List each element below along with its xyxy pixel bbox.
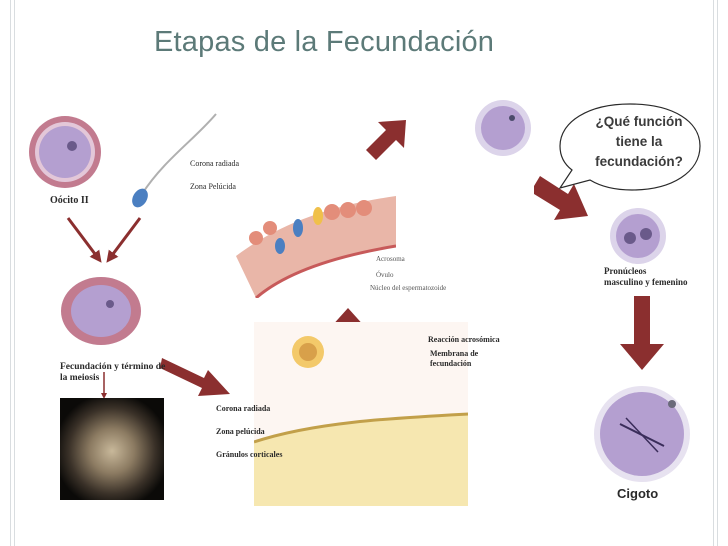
arrow-sperm-down (106, 217, 142, 263)
acrosomal-reaction-diagram (254, 322, 468, 506)
right-border-line-inner (713, 0, 714, 546)
label-ovulo: Óvulo (376, 271, 394, 279)
label-membrana-2: fecundación (430, 359, 472, 368)
label-granulos-corticales: Gránulos corticales (216, 450, 283, 459)
label-zona-pelucida-bottom: Zona pelúcida (216, 427, 265, 436)
block-arrow-up-right (366, 120, 406, 160)
micrograph-image (60, 398, 164, 500)
label-pronucleos-1: Pronúcleos (604, 266, 647, 276)
block-arrow-to-bottom-center (160, 358, 230, 396)
label-nucleo-espermatozoide: Núcleo del espermatozoide (370, 284, 447, 292)
block-arrow-down-right (534, 176, 588, 220)
question-text: ¿Qué función tiene la fecundación? (578, 112, 700, 172)
oocyte-illustration (29, 116, 101, 188)
left-border-line-inner (14, 0, 15, 546)
label-corona-radiada-top: Corona radiada (190, 159, 240, 168)
question-line-2: tiene la (615, 134, 663, 149)
block-arrow-down-right-column (620, 296, 664, 370)
arrow-oocyte-down (66, 217, 102, 263)
label-zona-pelucida-top: Zona Pelúcida (190, 182, 236, 191)
question-bubble (558, 103, 701, 191)
label-pronucleos-2: masculino y femenino (604, 277, 688, 287)
label-acrosoma: Acrosoma (376, 255, 405, 263)
slide-title: Etapas de la Fecundación (154, 26, 495, 58)
label-fecundacion-2: la meiosis (60, 373, 100, 383)
pronuclei-cell-illustration (610, 208, 666, 264)
left-border-line (10, 0, 11, 546)
label-corona-radiada-bottom: Corona radiada (216, 404, 271, 413)
right-border-line (717, 0, 718, 546)
penetration-diagram (236, 196, 396, 298)
cell-after-penetration-illustration (475, 100, 531, 156)
label-fecundacion-1: Fecundación y término de (60, 362, 166, 372)
label-reaccion-acrosomica: Reacción acrosómica (428, 335, 500, 344)
question-line-3: fecundación? (595, 154, 683, 169)
label-membrana-1: Membrana de (430, 349, 479, 358)
label-cigoto: Cigoto (617, 486, 659, 501)
sperm-illustration (132, 113, 217, 208)
question-line-1: ¿Qué función (595, 114, 683, 129)
fertilized-cell-illustration (61, 277, 141, 345)
zygote-illustration (594, 386, 690, 482)
label-oocito: Oócito II (50, 195, 89, 206)
